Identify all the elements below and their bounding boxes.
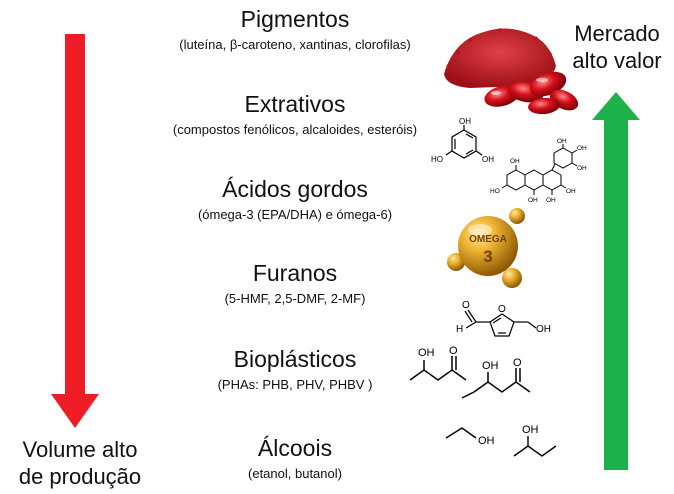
volume-label: Volume alto de produção: [0, 436, 160, 490]
phloroglucinol-structure-icon: OH OH HO: [431, 117, 494, 164]
tier-detail: (luteína, β-caroteno, xantinas, clorofil…: [179, 37, 411, 52]
volume-label-line2: de produção: [18, 464, 142, 489]
oh-label: OH: [459, 117, 471, 126]
market-label: Mercado alto valor: [560, 20, 674, 74]
tier-detail: (ómega-3 (EPA/DHA) e ómega-6): [197, 207, 393, 222]
omega-capsule-number: 3: [483, 247, 492, 266]
value-arrow-up: [592, 92, 640, 470]
tier-acidos-gordos: Ácidos gordos (ómega-3 (EPA/DHA) e ómega…: [140, 176, 450, 223]
oh-label: OH: [482, 155, 494, 164]
tier-title: Álcoois: [257, 435, 333, 461]
oh-label: OH: [557, 138, 567, 145]
oh-label: OH: [482, 360, 499, 372]
omega3-capsule-icon: OMEGA 3: [447, 208, 525, 288]
hmf-structure-icon: O H O OH: [456, 300, 551, 337]
tier-alcoois: Álcoois (etanol, butanol): [140, 435, 450, 482]
oh-label: OH: [536, 324, 551, 335]
o-label: O: [462, 300, 470, 311]
pigment-powder-capsules-icon: [444, 28, 579, 114]
tier-detail: (compostos fenólicos, alcaloides, esteró…: [172, 122, 418, 137]
oh-label: OH: [528, 197, 538, 204]
tier-extrativos: Extrativos (compostos fenólicos, alcaloi…: [140, 91, 450, 138]
oh-label: OH: [478, 435, 495, 447]
phb-structure-icon: OH O OH O: [409, 345, 531, 399]
tier-title: Extrativos: [244, 91, 346, 117]
omega-capsule-text: OMEGA: [469, 234, 507, 245]
oh-label: OH: [510, 158, 520, 165]
oh-label: OH: [577, 165, 587, 172]
tier-detail: (PHAs: PHB, PHV, PHBV ): [217, 377, 373, 392]
tier-title: Furanos: [252, 260, 338, 286]
ethanol-structure-icon: OH: [445, 427, 495, 447]
oh-label: OH: [566, 188, 576, 195]
o-label: O: [513, 357, 522, 369]
o-label: O: [449, 345, 458, 357]
tier-detail: (5-HMF, 2,5-DMF, 2-MF): [224, 291, 366, 306]
oh-label: OH: [577, 145, 587, 152]
tier-title: Bioplásticos: [233, 346, 357, 372]
tier-pigmentos: Pigmentos (luteína, β-caroteno, xantinas…: [140, 6, 450, 53]
tier-bioplasticos: Bioplásticos (PHAs: PHB, PHV, PHBV ): [140, 346, 450, 393]
butanol-structure-icon: OH: [513, 424, 557, 457]
market-label-line2: alto valor: [572, 48, 662, 73]
tier-title: Ácidos gordos: [222, 176, 368, 202]
oh-label: OH: [418, 347, 435, 359]
h-label: H: [456, 324, 463, 335]
phlorotannin-structure-icon: OH HO OH OH OH OH OH OH: [490, 138, 587, 204]
volume-label-line1: Volume alto: [22, 437, 138, 462]
ho-label: HO: [490, 188, 500, 195]
o-label: O: [498, 304, 506, 315]
tier-furanos: Furanos (5-HMF, 2,5-DMF, 2-MF): [140, 260, 450, 307]
ho-label: HO: [431, 155, 443, 164]
oh-label: OH: [546, 197, 556, 204]
market-label-line1: Mercado: [574, 21, 660, 46]
volume-arrow-down: [51, 34, 99, 428]
oh-label: OH: [522, 424, 539, 436]
tier-detail: (etanol, butanol): [248, 466, 342, 481]
tier-title: Pigmentos: [240, 6, 350, 32]
